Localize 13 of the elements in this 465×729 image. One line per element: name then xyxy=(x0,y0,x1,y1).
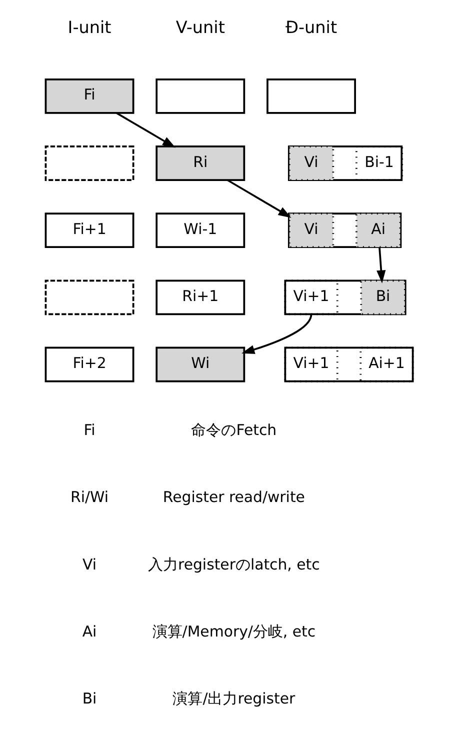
label: 入力registerのlatch, etc xyxy=(148,555,320,574)
label: V-unit xyxy=(175,17,224,38)
label: Fi xyxy=(83,421,95,440)
label: Ri/Wi xyxy=(70,488,108,506)
label: Bi xyxy=(82,689,96,708)
label: 演算/出力register xyxy=(172,689,295,708)
label: 命令のFetch xyxy=(190,421,276,440)
label: 演算/Memory/分岐, etc xyxy=(152,622,316,640)
label: Ai xyxy=(82,622,96,640)
label: I-unit xyxy=(67,17,111,38)
label: Register read/write xyxy=(162,488,304,506)
label: Đ-unit xyxy=(285,17,337,38)
label: Vi xyxy=(82,555,96,574)
